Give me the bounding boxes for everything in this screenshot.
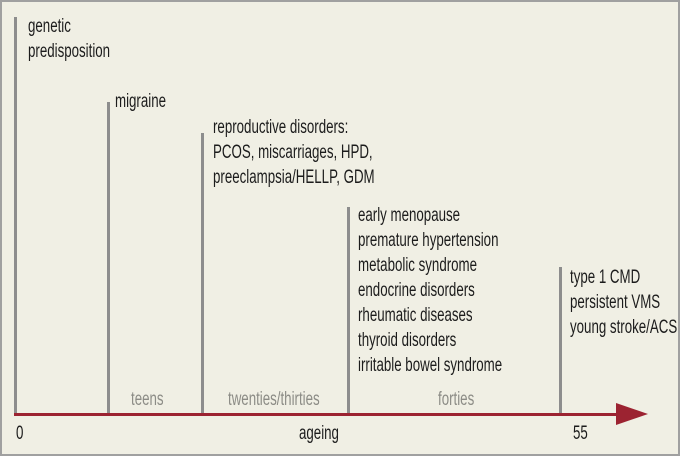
milestone-text-line: persistent VMS	[570, 292, 661, 313]
milestone-label-genetic-predisposition: genetic predisposition	[28, 14, 110, 64]
milestone-line-genetic-predisposition	[14, 17, 17, 413]
axis-origin-label: 0	[16, 423, 24, 444]
milestone-text-line: reproductive disorders:	[213, 117, 349, 138]
milestone-text-line: metabolic syndrome	[358, 255, 478, 276]
stage-label-teens: teens	[131, 389, 164, 410]
milestone-label-forties-conditions: early menopause premature hypertension m…	[358, 203, 502, 378]
milestone-text-line: rheumatic diseases	[358, 305, 473, 326]
milestone-line-migraine	[107, 102, 110, 413]
milestone-label-migraine: migraine	[115, 89, 166, 114]
milestone-label-fifties-conditions: type 1 CMD persistent VMS young stroke/A…	[570, 265, 677, 340]
milestone-text-line: type 1 CMD	[570, 267, 641, 288]
ageing-axis-line	[14, 413, 622, 416]
milestone-text-line: endocrine disorders	[358, 280, 475, 301]
ageing-axis-arrowhead-icon	[616, 403, 648, 425]
milestone-text-line: irritable bowel syndrome	[358, 355, 503, 376]
milestone-line-forties-conditions	[347, 207, 350, 413]
stage-label-twenties-thirties: twenties/thirties	[228, 389, 320, 410]
milestone-line-fifties-conditions	[559, 267, 562, 413]
milestone-text-line: migraine	[115, 91, 167, 112]
milestone-text-line: premature hypertension	[358, 230, 499, 251]
milestone-line-reproductive-disorders	[201, 133, 204, 413]
milestone-label-reproductive-disorders: reproductive disorders: PCOS, miscarriag…	[213, 115, 375, 190]
milestone-text-line: PCOS, miscarriages, HPD,	[213, 142, 373, 163]
milestone-text-line: early menopause	[358, 205, 461, 226]
stage-label-forties: forties	[438, 389, 475, 410]
milestone-text-line: predisposition	[28, 41, 111, 62]
axis-title: ageing	[299, 423, 339, 444]
milestone-text-line: thyroid disorders	[358, 330, 457, 351]
milestone-text-line: genetic	[28, 16, 71, 37]
axis-end-label: 55	[573, 423, 588, 444]
milestone-text-line: preeclampsia/HELLP, GDM	[213, 167, 375, 188]
milestone-text-line: young stroke/ACS	[570, 317, 678, 338]
